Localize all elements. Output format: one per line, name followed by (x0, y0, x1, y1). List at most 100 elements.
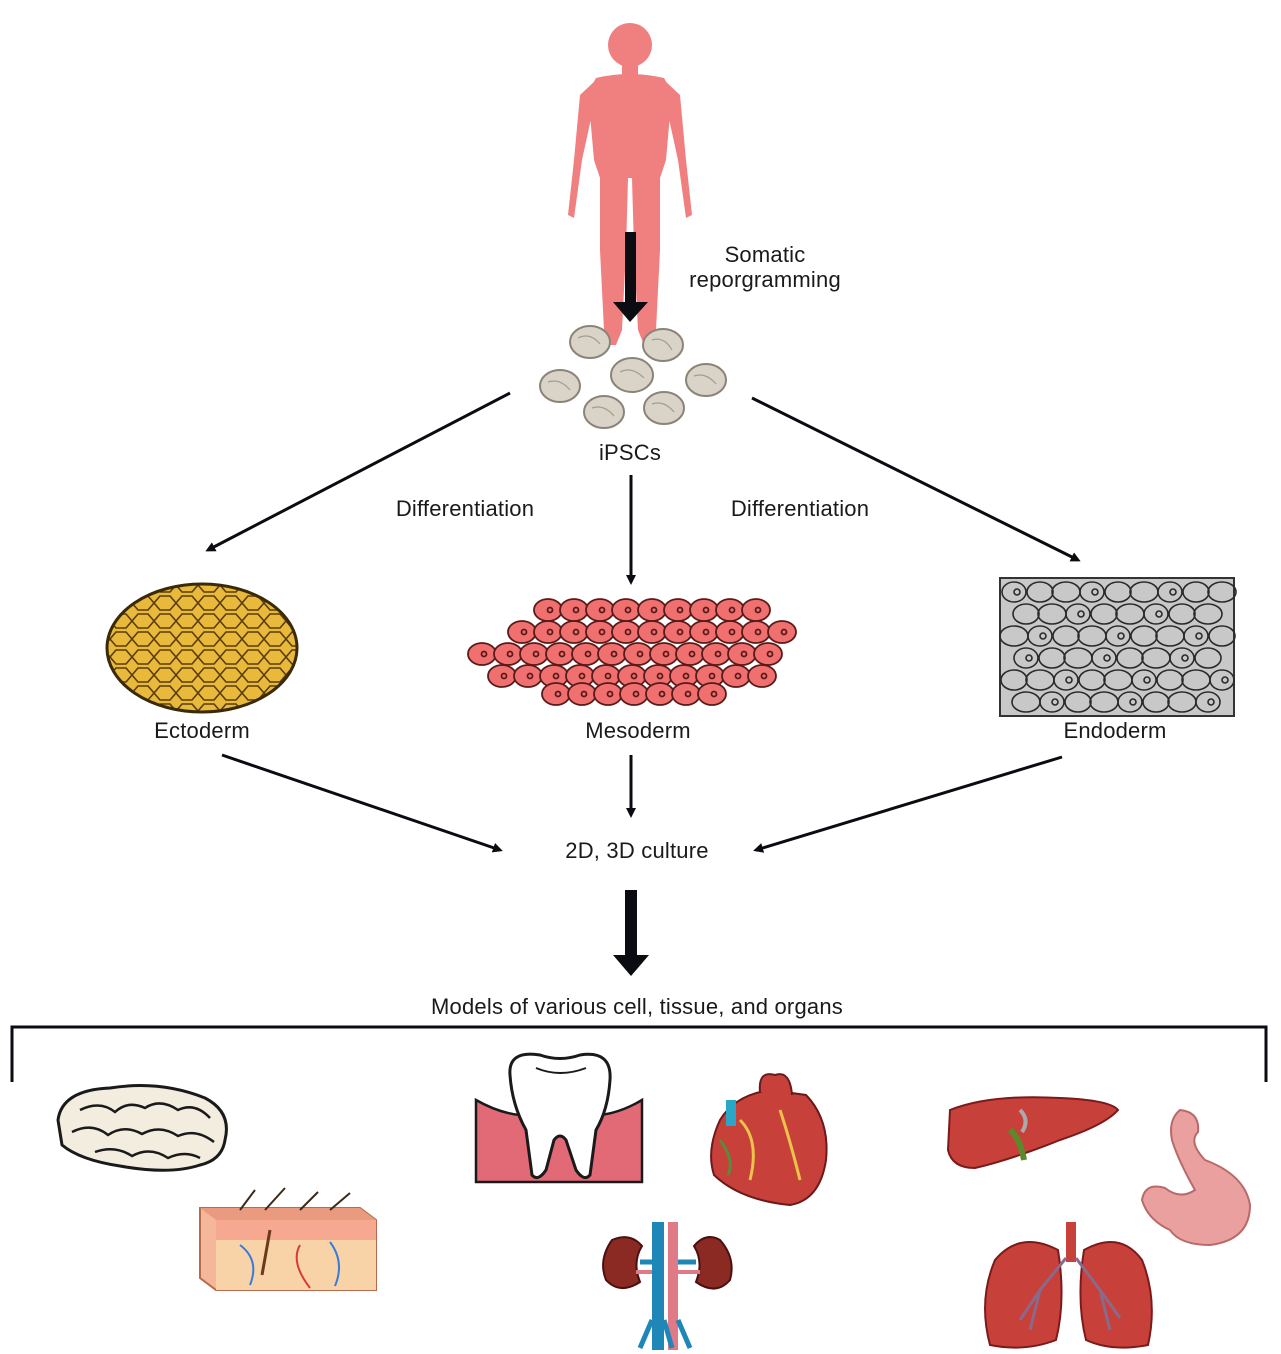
endoderm-cell-nucleus (1065, 676, 1073, 684)
endoderm-cell (1157, 581, 1183, 603)
mesoderm-cell-nucleus (714, 650, 722, 658)
mesoderm-cell-nucleus (650, 606, 658, 614)
endoderm-cell (1091, 647, 1117, 669)
mesoderm-label: Mesoderm (585, 718, 691, 743)
endoderm-label: Endoderm (1063, 718, 1167, 743)
mesoderm-cell-nucleus (702, 606, 710, 614)
mesoderm-cell-nucleus (780, 628, 788, 636)
endoderm-cell (1052, 625, 1080, 647)
endoderm-cell (1183, 625, 1209, 647)
mesoderm-cell-nucleus (630, 672, 638, 680)
mesoderm-cell-nucleus (546, 628, 554, 636)
endoderm-cell (1169, 647, 1195, 669)
culture-label: 2D, 3D culture (565, 838, 709, 863)
endoderm-cell (1053, 669, 1079, 691)
endoderm-cell-nucleus (1143, 676, 1151, 684)
mesoderm-cell-nucleus (624, 606, 632, 614)
stomach-icon (1140, 1108, 1252, 1247)
mesoderm-cell-nucleus (598, 606, 606, 614)
mesoderm-cell-nucleus (728, 628, 736, 636)
mesoderm-cell-nucleus (598, 628, 606, 636)
mesoderm-cell-nucleus (676, 628, 684, 636)
mesoderm-cell-nucleus (740, 650, 748, 658)
mesoderm-cell-nucleus (688, 650, 696, 658)
endoderm-cell (1000, 669, 1028, 691)
mesoderm-cell-nucleus (754, 628, 762, 636)
mesoderm-cell-nucleus (580, 690, 588, 698)
mesoderm-cell-nucleus (606, 690, 614, 698)
endoderm-cell-nucleus (1039, 632, 1047, 640)
mesoderm-cell-nucleus (526, 672, 534, 680)
mesoderm-cell-nucleus (546, 606, 554, 614)
mesoderm-cell-nucleus (708, 672, 716, 680)
endoderm-cell (1105, 625, 1131, 647)
ectoderm-label: Ectoderm (154, 718, 250, 743)
mesoderm-cell-nucleus (572, 628, 580, 636)
mesoderm-cell-nucleus (676, 606, 684, 614)
endoderm-cell-nucleus (1091, 588, 1099, 596)
endoderm-cell (1090, 603, 1118, 625)
mesoderm-cell-nucleus (558, 650, 566, 658)
endoderm-cell-nucleus (1181, 654, 1189, 662)
endoderm-cell (1194, 647, 1222, 669)
tooth-icon (474, 1052, 644, 1184)
mesoderm-cell-nucleus (624, 628, 632, 636)
endoderm-cell (1117, 691, 1143, 713)
mesoderm-cell-nucleus (520, 628, 528, 636)
models-label: Models of various cell, tissue, and orga… (431, 994, 843, 1019)
differentiation-arrows (205, 391, 1081, 585)
mesoderm-cell-nucleus (604, 672, 612, 680)
endoderm-cell (1065, 603, 1091, 625)
endoderm-cell (1156, 669, 1184, 691)
endoderm-cell (1208, 625, 1236, 647)
endoderm-cell (1142, 691, 1170, 713)
mesoderm-cell-nucleus (572, 606, 580, 614)
endoderm-cell (1193, 603, 1223, 625)
reprogramming-label-line1: Somatic (724, 242, 806, 267)
mesoderm-cell-nucleus (584, 650, 592, 658)
endoderm-cell (1209, 669, 1235, 691)
skin-icon (199, 1187, 377, 1291)
mesoderm-cell-nucleus (506, 650, 514, 658)
endoderm-cell (1130, 625, 1158, 647)
mesoderm-cell-nucleus (754, 606, 762, 614)
reprogramming-arrow (613, 232, 648, 322)
endoderm-cell-nucleus (1155, 610, 1163, 618)
heart-icon (710, 1073, 828, 1207)
mesoderm-cell-nucleus (610, 650, 618, 658)
mesoderm-cell-nucleus (658, 690, 666, 698)
mesoderm-cell-nucleus (578, 672, 586, 680)
endoderm-cell (1116, 647, 1144, 669)
mesoderm-cell-nucleus (710, 690, 718, 698)
brain-icon (56, 1084, 228, 1172)
endoderm-cell (1013, 647, 1039, 669)
endoderm-cell (1039, 691, 1065, 713)
models-bracket (10, 1025, 1268, 1082)
mesoderm-cell-nucleus (500, 672, 508, 680)
endoderm-cell (1195, 691, 1221, 713)
endoderm-cell (1026, 581, 1054, 603)
endoderm-cell (1078, 669, 1106, 691)
endoderm-cell-nucleus (1077, 610, 1085, 618)
ipsc-label: iPSCs (598, 440, 662, 465)
endoderm-tissue-icon (999, 577, 1237, 717)
mesoderm-cell-nucleus (656, 672, 664, 680)
mesoderm-cell-nucleus (632, 690, 640, 698)
endoderm-cell-nucleus (1051, 698, 1059, 706)
endoderm-cell (1182, 581, 1210, 603)
liver-icon (946, 1096, 1120, 1170)
mesoderm-cell-nucleus (682, 672, 690, 680)
endoderm-cell (1012, 603, 1040, 625)
mesoderm-cell-nucleus (684, 690, 692, 698)
endoderm-cell-nucleus (1129, 698, 1137, 706)
endoderm-cell (1027, 625, 1053, 647)
lungs-icon (984, 1222, 1153, 1349)
endoderm-cell (1131, 669, 1157, 691)
endoderm-cell (1143, 603, 1169, 625)
endoderm-cell (1064, 691, 1092, 713)
endoderm-cell-nucleus (1103, 654, 1111, 662)
differentiation-left-label: Differentiation (395, 496, 535, 521)
reprogramming-label-line2: reporgramming (689, 267, 841, 292)
culture-to-models-arrow (613, 890, 649, 976)
